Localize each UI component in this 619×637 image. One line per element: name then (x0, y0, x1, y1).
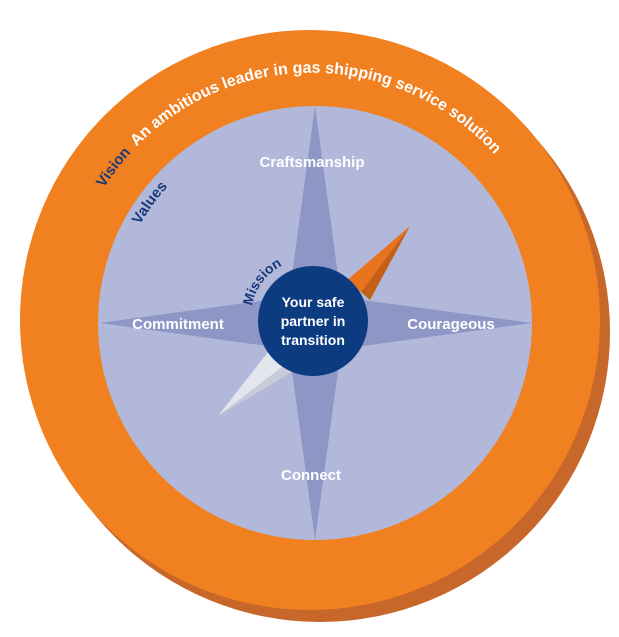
needle-light-shade (218, 364, 292, 416)
mission-statement-line-2: partner in (281, 313, 346, 329)
value-connect: Connect (281, 467, 341, 484)
value-commitment: Commitment (132, 316, 224, 333)
needle-orange (345, 226, 410, 292)
mission-center-circle (258, 266, 368, 376)
star-north (289, 106, 341, 297)
needle-orange-shade (361, 226, 410, 300)
star-south (289, 349, 341, 540)
star-east (341, 297, 532, 349)
mission-statement-line-1: Your safe (282, 294, 345, 310)
star-west (100, 297, 289, 349)
needle-light (218, 352, 286, 416)
compass-star (100, 106, 532, 540)
value-courageous: Courageous (407, 316, 495, 333)
mission-statement-line-3: transition (281, 332, 345, 348)
value-craftsmanship: Craftsmanship (259, 154, 364, 171)
